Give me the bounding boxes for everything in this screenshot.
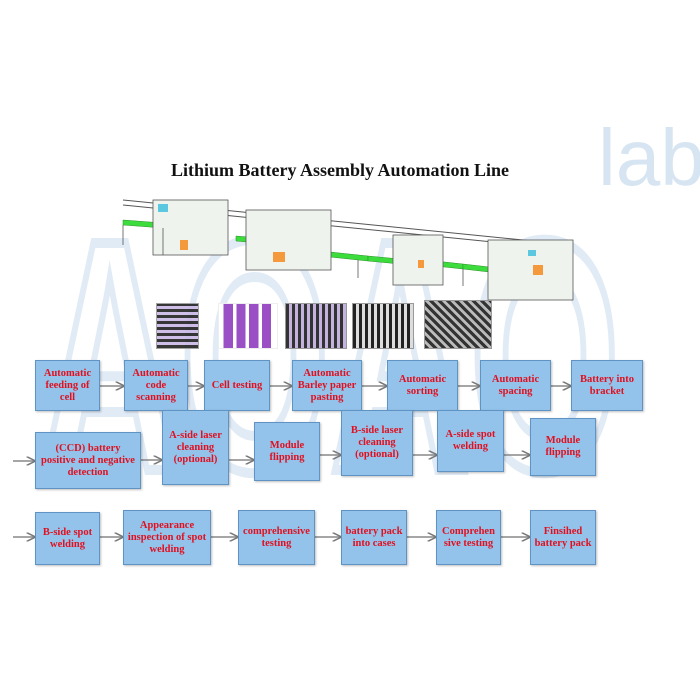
diagram-title: Lithium Battery Assembly Automation Line — [170, 160, 510, 180]
step-pack-into-cases: battery pack into cases — [341, 510, 407, 565]
step-into-bracket: Battery into bracket — [571, 360, 643, 411]
step-sorting: Automatic sorting — [387, 360, 458, 411]
battery-pack-photo — [424, 300, 492, 349]
step-comprehensive-testing-2: Comprehen sive testing — [436, 510, 501, 565]
automation-line-illustration — [122, 199, 574, 301]
step-cell-testing: Cell testing — [204, 360, 270, 411]
module-welded-photo — [352, 303, 414, 349]
cell-grid-photo — [156, 303, 199, 349]
step-module-flipping-1: Module flipping — [254, 422, 320, 481]
step-ccd-detection: (CCD) battery positive and negative dete… — [35, 432, 141, 489]
step-b-side-laser: B-side laser cleaning (optional) — [341, 410, 413, 476]
svg-text:lab: lab — [598, 113, 700, 202]
step-comprehensive-testing: comprehensive testing — [238, 510, 315, 565]
step-finished-pack: Finsihed battery pack — [530, 510, 596, 565]
step-code-scanning: Automatic code scanning — [124, 360, 188, 411]
step-b-side-welding: B-side spot welding — [35, 512, 100, 565]
module-bracket-photo — [285, 303, 347, 349]
step-appearance-inspection: Appearance inspection of spot welding — [123, 510, 211, 565]
step-a-side-welding: A-side spot welding — [437, 410, 504, 472]
cylindrical-cells-photo — [218, 303, 278, 349]
step-automatic-feeding: Automatic feeding of cell — [35, 360, 100, 411]
step-barley-paper: Automatic Barley paper pasting — [292, 360, 362, 411]
step-module-flipping-2: Module flipping — [530, 418, 596, 476]
step-a-side-laser: A-side laser cleaning (optional) — [162, 410, 229, 485]
step-spacing: Automatic spacing — [480, 360, 551, 411]
